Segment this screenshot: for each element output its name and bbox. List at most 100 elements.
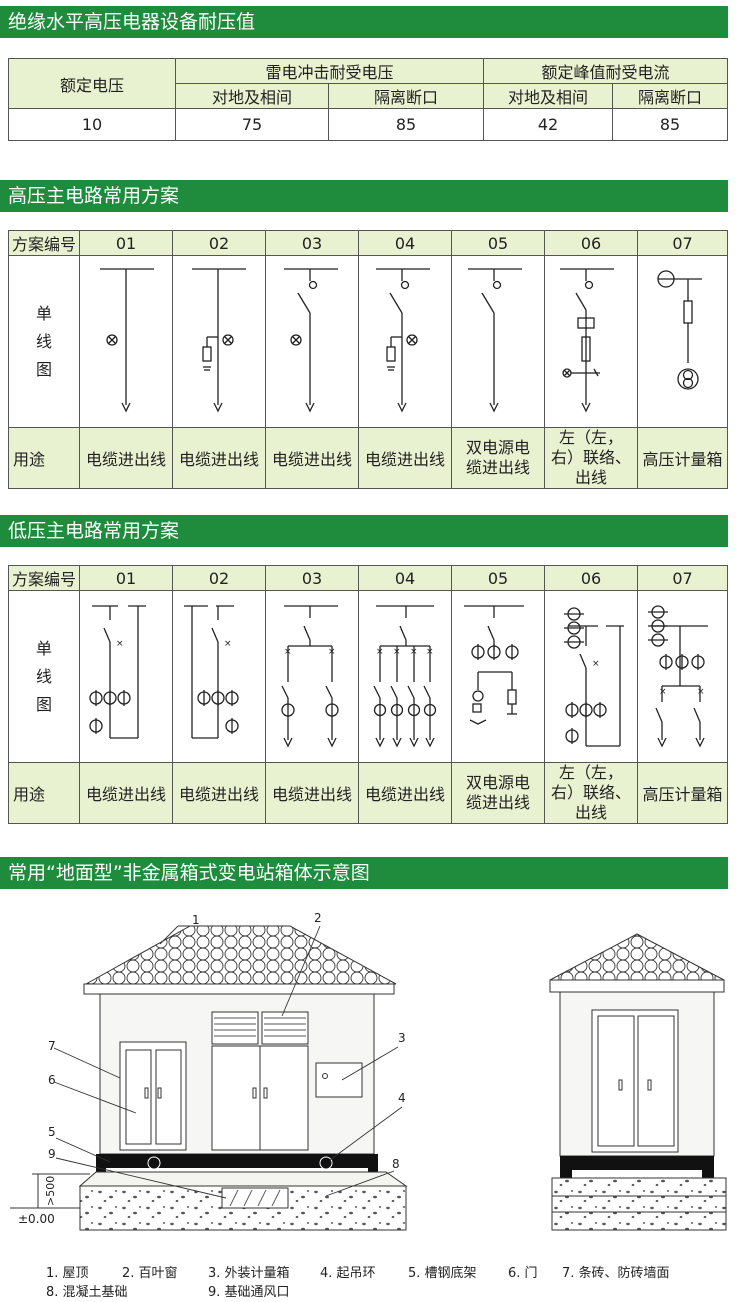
svg-text:×: × xyxy=(697,687,705,697)
hv-diagram-05 xyxy=(468,268,522,413)
cell-value: 42 xyxy=(483,108,613,141)
elevation-dimension xyxy=(10,1173,90,1209)
diagram-label-text: 单线图 xyxy=(35,638,52,714)
lv-diagram-02 xyxy=(184,605,239,739)
callout-7: 7 xyxy=(48,1039,56,1053)
dim-label: >500 xyxy=(44,1176,57,1206)
legend-item: 7. 条砖、防砖墙面 xyxy=(562,1266,670,1281)
hv-diagram-02 xyxy=(192,268,246,413)
col-peak: 额定峰值耐受电流 xyxy=(483,58,728,84)
legend-row-2: 8. 混凝土基础 9. 基础通风口 xyxy=(46,1281,290,1300)
col-lightning: 雷电冲击耐受电压 xyxy=(175,58,484,84)
scheme-number: 04 xyxy=(358,230,452,256)
cell-value: 75 xyxy=(175,108,329,141)
scheme-number: 01 xyxy=(79,230,173,256)
usage-cell: 电缆进出线 xyxy=(79,762,173,824)
usage-cell: 电缆进出线 xyxy=(172,427,266,489)
level-label: ±0.00 xyxy=(18,1212,55,1226)
svg-text:×: × xyxy=(284,647,292,657)
scheme-number: 06 xyxy=(544,230,638,256)
section-title-hv: 高压主电路常用方案 xyxy=(0,180,728,212)
cell-value: 10 xyxy=(8,108,176,141)
legend-item: 8. 混凝土基础 xyxy=(46,1285,128,1300)
scheme-number: 07 xyxy=(637,565,728,591)
usage-cell: 电缆进出线 xyxy=(358,762,452,824)
usage-cell: 高压计量箱 xyxy=(637,762,728,824)
legend-item: 6. 门 xyxy=(508,1266,538,1281)
legend-item: 1. 屋顶 xyxy=(46,1266,89,1281)
svg-text:×: × xyxy=(592,659,600,669)
hv-diagram-03 xyxy=(284,268,338,413)
lv-diagram-07 xyxy=(648,605,708,748)
sub-isolation: 隔离断口 xyxy=(328,83,484,109)
callout-4: 4 xyxy=(398,1091,406,1105)
lv-diagram-03 xyxy=(281,605,339,748)
diagram-label-text: 单线图 xyxy=(35,303,52,379)
svg-text:×: × xyxy=(659,687,667,697)
hv-diagram-07 xyxy=(657,270,702,390)
lv-diagram-06 xyxy=(564,607,624,747)
header-label: 方案编号 xyxy=(8,565,80,591)
usage-cell: 电缆进出线 xyxy=(265,427,359,489)
callout-2: 2 xyxy=(314,911,322,925)
usage-text: 双电源电缆进出线 xyxy=(465,438,530,477)
usage-cell: 电缆进出线 xyxy=(172,762,266,824)
scheme-number: 02 xyxy=(172,565,266,591)
cell-value: 85 xyxy=(328,108,484,141)
hv-scheme-table: 方案编号 01 02 03 04 05 06 07 单线图 用途 电缆进出线 电… xyxy=(8,230,728,489)
usage-label: 用途 xyxy=(8,762,80,824)
scheme-number: 05 xyxy=(451,565,545,591)
callout-8: 8 xyxy=(392,1157,400,1171)
legend-item: 3. 外装计量箱 xyxy=(208,1266,290,1281)
svg-text:×: × xyxy=(116,639,124,649)
usage-cell: 电缆进出线 xyxy=(265,762,359,824)
scheme-number: 06 xyxy=(544,565,638,591)
usage-cell: 左（左，右）联络、出线 xyxy=(544,762,638,824)
sub-isolation: 隔离断口 xyxy=(612,83,728,109)
substation-box-drawing: ±0.00 >500 1 2 3 4 5 6 7 8 9 xyxy=(10,911,727,1231)
scheme-number: 03 xyxy=(265,565,359,591)
callout-3: 3 xyxy=(398,1031,406,1045)
insulation-table: 额定电压 雷电冲击耐受电压 额定峰值耐受电流 对地及相间 隔离断口 对地及相间 … xyxy=(8,58,728,141)
scheme-number: 01 xyxy=(79,565,173,591)
usage-cell: 双电源电缆进出线 xyxy=(451,427,545,489)
lv-single-line-diagrams: × × × × × × × × × × × xyxy=(89,605,708,748)
lv-diagram-04 xyxy=(373,605,437,748)
side-box-view xyxy=(549,933,727,1231)
header-label: 方案编号 xyxy=(8,230,80,256)
legend-item: 2. 百叶窗 xyxy=(122,1266,178,1281)
svg-text:×: × xyxy=(410,647,418,657)
cell-value: 85 xyxy=(612,108,728,141)
usage-cell: 高压计量箱 xyxy=(637,427,728,489)
svg-text:×: × xyxy=(393,647,401,657)
hv-diagram-01 xyxy=(100,268,154,413)
scheme-number: 04 xyxy=(358,565,452,591)
lv-diagram-05 xyxy=(464,605,524,725)
usage-cell: 左（左，右）联络、出线 xyxy=(544,427,638,489)
svg-text:×: × xyxy=(224,639,232,649)
usage-cell: 电缆进出线 xyxy=(358,427,452,489)
usage-text: 双电源电缆进出线 xyxy=(465,773,530,812)
svg-text:×: × xyxy=(376,647,384,657)
usage-label: 用途 xyxy=(8,427,80,489)
svg-text:×: × xyxy=(426,647,434,657)
callout-1: 1 xyxy=(192,913,200,927)
hv-diagram-06 xyxy=(560,268,614,413)
hv-single-line-diagrams xyxy=(100,268,702,413)
lv-diagram-01 xyxy=(89,605,146,739)
callout-6: 6 xyxy=(48,1073,56,1087)
callout-9: 9 xyxy=(48,1147,56,1161)
section-title-box: 常用“地面型”非金属箱式变电站箱体示意图 xyxy=(0,857,728,889)
section-title-lv: 低压主电路常用方案 xyxy=(0,515,728,547)
col-rated-voltage: 额定电压 xyxy=(8,58,176,109)
diagram-label: 单线图 xyxy=(8,255,80,428)
legend-item: 5. 槽钢底架 xyxy=(408,1266,477,1281)
sub-phase: 对地及相间 xyxy=(175,83,329,109)
legend-item: 9. 基础通风口 xyxy=(208,1285,290,1300)
lv-scheme-table: 方案编号 01 02 03 04 05 06 07 单线图 用途 电缆进出线 电… xyxy=(8,565,728,824)
callout-5: 5 xyxy=(48,1125,56,1139)
hv-diagram-04 xyxy=(376,268,430,413)
svg-text:×: × xyxy=(328,647,336,657)
usage-cell: 双电源电缆进出线 xyxy=(451,762,545,824)
